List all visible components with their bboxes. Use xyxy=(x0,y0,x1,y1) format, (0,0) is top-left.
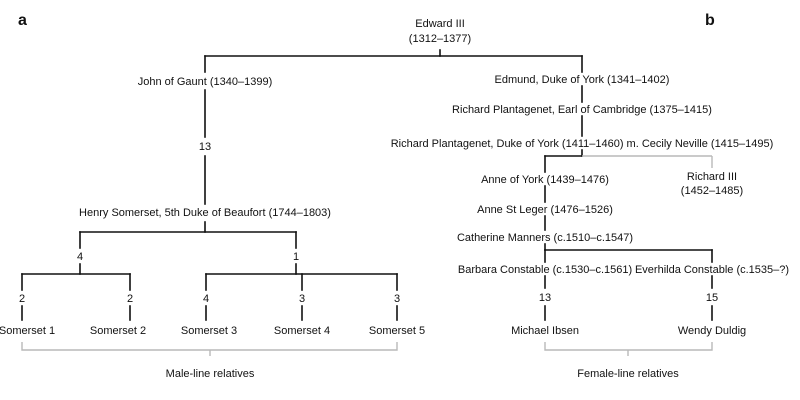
male-group-brace xyxy=(21,342,398,356)
edmund-duke-of-york: Edmund, Duke of York (1341–1402) xyxy=(494,74,670,86)
somerset-2-count: 2 xyxy=(126,293,134,305)
somerset-3: Somerset 3 xyxy=(180,325,238,337)
somerset-3-count: 4 xyxy=(202,293,210,305)
root-name: Edward III xyxy=(415,18,465,30)
barbara-generations-count: 13 xyxy=(538,292,552,304)
anne-of-york: Anne of York (1439–1476) xyxy=(481,174,609,186)
somerset-1-count: 2 xyxy=(18,293,26,305)
root-dates: (1312–1377) xyxy=(408,33,472,45)
catherine-manners: Catherine Manners (c.1510–c.1547) xyxy=(456,232,634,244)
michael-ibsen: Michael Ibsen xyxy=(511,325,579,337)
female-group-brace xyxy=(544,342,713,356)
somerset-4: Somerset 4 xyxy=(273,325,331,337)
richard-iii-name: Richard III xyxy=(686,171,738,183)
everhilda-constable: Everhilda Constable (c.1535–?) xyxy=(634,264,790,276)
somerset-5-count: 3 xyxy=(393,293,401,305)
somerset-1: Somerset 1 xyxy=(0,325,56,337)
somerset-5: Somerset 5 xyxy=(368,325,426,337)
panel-label-a: a xyxy=(18,12,27,29)
everhilda-generations-count: 15 xyxy=(705,292,719,304)
right-branch-count: 1 xyxy=(292,251,300,263)
male-line-group-label: Male-line relatives xyxy=(165,368,255,380)
john-of-gaunt: John of Gaunt (1340–1399) xyxy=(137,76,273,88)
somerset-4-count: 3 xyxy=(298,293,306,305)
panel-label-b: b xyxy=(705,12,715,29)
barbara-constable: Barbara Constable (c.1530–c.1561) xyxy=(457,264,633,276)
left-branch-count: 4 xyxy=(76,251,84,263)
wendy-duldig: Wendy Duldig xyxy=(677,325,747,337)
somerset-2: Somerset 2 xyxy=(89,325,147,337)
richard-earl-of-cambridge: Richard Plantagenet, Earl of Cambridge (… xyxy=(452,104,712,116)
male-generations-count: 13 xyxy=(198,141,212,153)
anne-st-leger: Anne St Leger (1476–1526) xyxy=(477,204,613,216)
richard-iii-dates: (1452–1485) xyxy=(680,185,744,197)
henry-somerset: Henry Somerset, 5th Duke of Beaufort (17… xyxy=(79,207,331,219)
richard-duke-of-york: Richard Plantagenet, Duke of York (1411–… xyxy=(390,138,774,150)
female-line-group-label: Female-line relatives xyxy=(577,368,679,380)
